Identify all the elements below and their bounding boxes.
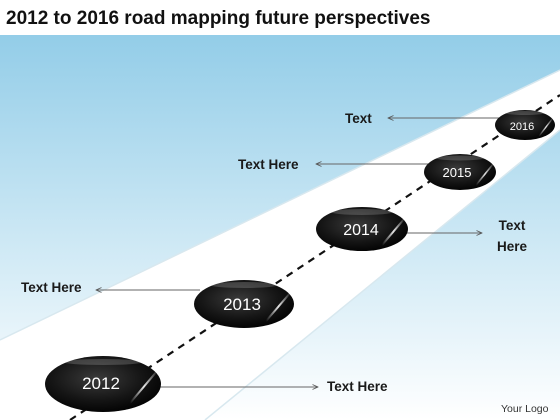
page-title: 2012 to 2016 road mapping future perspec… xyxy=(6,8,431,29)
disc-shine xyxy=(381,217,406,246)
milestone-disc xyxy=(45,356,161,412)
milestone-year: 2014 xyxy=(343,222,379,239)
disc-shine xyxy=(265,291,292,322)
label-2016: Text xyxy=(345,111,372,126)
disc-shine xyxy=(538,117,554,137)
milestone-2014: 2014 xyxy=(316,207,408,251)
milestone-year: 2015 xyxy=(443,165,472,180)
disc-shine xyxy=(129,369,159,404)
disc-highlight xyxy=(63,359,143,365)
milestone-2015: 2015 xyxy=(424,154,496,190)
label-2014-line1: Text xyxy=(499,218,526,233)
road-center-dashes xyxy=(69,94,560,420)
road-edge-right xyxy=(204,129,560,420)
milestone-year: 2013 xyxy=(223,295,261,314)
milestone-disc xyxy=(424,154,496,190)
disc-highlight xyxy=(505,111,545,115)
road-edge-left xyxy=(0,69,560,341)
milestone-year: 2012 xyxy=(82,374,120,393)
milestone-2012: 2012 xyxy=(45,356,161,412)
road xyxy=(0,70,560,420)
roadmap-diagram: 2012 2013 2014 2015 2016 xyxy=(0,35,560,420)
milestone-2016: 2016 xyxy=(495,110,555,140)
disc-highlight xyxy=(210,282,278,288)
label-2012: Text Here xyxy=(327,379,388,394)
milestone-2013: 2013 xyxy=(194,280,294,328)
disc-shine xyxy=(475,162,495,186)
label-2015: Text Here xyxy=(238,157,299,172)
milestone-disc xyxy=(495,110,555,140)
label-2013: Text Here xyxy=(21,280,82,295)
disc-highlight xyxy=(436,155,484,161)
logo-text: Your Logo xyxy=(501,403,549,415)
milestone-year: 2016 xyxy=(510,121,534,133)
disc-highlight xyxy=(331,209,393,215)
label-2014-line2: Here xyxy=(497,239,528,254)
